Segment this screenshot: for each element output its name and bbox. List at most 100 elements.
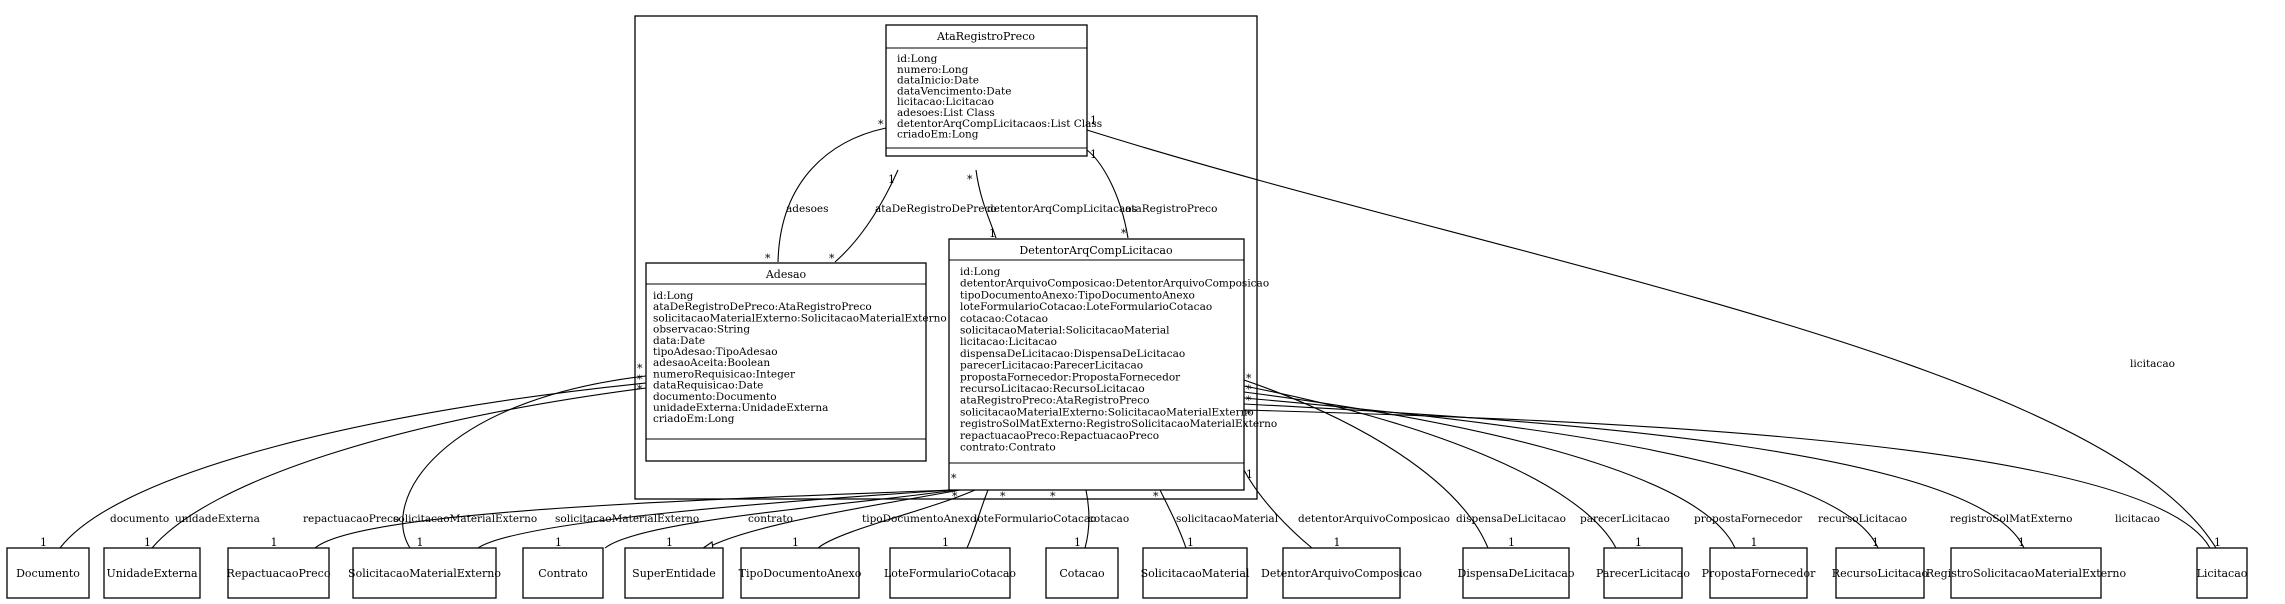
label-recursoLicitacao: recursoLicitacao (1818, 513, 1907, 525)
leaf-multiplicity: 1 (942, 536, 949, 549)
edge-tipoDocumentoAnexo (817, 489, 976, 549)
leaf-class-solicitacaomaterialexterno[interactable]: SolicitacaoMaterialExterno (348, 547, 501, 599)
leaf-class-unidadeexterna[interactable]: UnidadeExterna (103, 547, 201, 599)
label-loteFormularioCotacao: loteFormularioCotacao (974, 513, 1097, 525)
mult-detentor-right-3: * (1246, 394, 1252, 407)
leaf-class-detentorarquivocomposicao[interactable]: DetentorArquivoComposicao (1261, 547, 1422, 599)
attribute: solicitacaoMaterialExterno:SolicitacaoMa… (960, 406, 1254, 418)
mult-ata-detentor: * (967, 173, 973, 186)
class-title: AtaRegistroPreco (936, 30, 1035, 43)
leaf-class-propostafornecedor[interactable]: PropostaFornecedor (1702, 547, 1816, 599)
label-detentorArqCompLicitacaos: detentorArqCompLicitacaos (987, 203, 1137, 215)
edge-superentidade (699, 489, 961, 553)
leaf-multiplicity: 1 (1334, 536, 1341, 549)
label-documento: documento (110, 513, 169, 525)
leaf-class-loteformulariocotacao[interactable]: LoteFormularioCotacao (884, 547, 1016, 599)
leaf-multiplicity: 1 (792, 536, 799, 549)
label-ataDeRegistroDePreco: ataDeRegistroDePreco (875, 203, 997, 215)
leaf-class-name: RecursoLicitacao (1832, 567, 1929, 580)
edge-solicitacaoMaterialExterno-d (477, 489, 953, 549)
class-adesao[interactable]: Adesao id:LongataDeRegistroDePreco:AtaRe… (645, 262, 947, 462)
attribute: adesaoAceita:Boolean (653, 357, 770, 369)
mult-detentor-bottom-lote: * (1000, 490, 1006, 503)
leaf-multiplicity: 1 (1187, 536, 1194, 549)
leaf-multiplicity: 1 (1635, 536, 1642, 549)
mult-detentor-bottom-repact: * (952, 490, 958, 503)
attribute: loteFormularioCotacao:LoteFormularioCota… (960, 301, 1212, 313)
leaf-multiplicity: 1 (1751, 536, 1758, 549)
leaf-class-name: RepactuacaoPreco (227, 567, 331, 580)
label-tipoDocumentoAnexo: tipoDocumentoAnexo (862, 513, 976, 525)
attribute: detentorArqCompLicitacaos:List Class (897, 118, 1102, 130)
mult-ata-licitacao: 1 (1090, 114, 1097, 127)
label-propostaFornecedor: propostaFornecedor (1694, 513, 1803, 525)
attribute: documento:Documento (653, 391, 777, 403)
leaf-class-name: SuperEntidade (632, 567, 716, 580)
mult-detentor-bottom-right: 1 (1246, 468, 1253, 481)
leaf-class-parecerlicitacao[interactable]: ParecerLicitacao (1596, 547, 1690, 599)
leaf-multiplicity: 1 (144, 536, 151, 549)
attribute: ataRegistroPreco:AtaRegistroPreco (960, 395, 1149, 407)
attribute: data:Date (653, 335, 705, 347)
attribute: adesoes:List Class (897, 107, 995, 119)
mult-adesao-left-2: * (637, 373, 643, 386)
leaf-class-superentidade[interactable]: SuperEntidade (624, 547, 724, 599)
attribute: id:Long (897, 53, 938, 65)
class-detentor-arq-comp-licitacao[interactable]: DetentorArqCompLicitacao id:Longdetentor… (948, 238, 1277, 491)
mult-ata-adesoes: * (878, 118, 884, 131)
leaf-class-name: Contrato (538, 567, 588, 580)
leaf-multiplicity: 1 (555, 536, 562, 549)
leaf-class-cotacao[interactable]: Cotacao (1045, 547, 1119, 599)
edge-dispensaDeLicitacao (1243, 379, 1489, 549)
attribute: tipoAdesao:TipoAdesao (653, 346, 778, 358)
leaf-class-dispensadelicitacao[interactable]: DispensaDeLicitacao (1458, 547, 1575, 599)
edge-unidadeExterna (151, 387, 647, 549)
attribute: repactuacaoPreco:RepactuacaoPreco (960, 430, 1159, 442)
edge-propostaFornecedor (1243, 391, 1736, 549)
label-registroSolMatExterno: registroSolMatExterno (1950, 513, 2073, 525)
attribute: criadoEm:Long (653, 413, 735, 425)
edge-labels: adesoes ataDeRegistroDePreco detentorArq… (110, 203, 2175, 525)
package-frame (634, 15, 1258, 500)
attribute: licitacao:Licitacao (897, 96, 994, 108)
leaf-class-tipodocumentoanexo[interactable]: TipoDocumentoAnexo (739, 547, 862, 599)
leaf-class-name: DispensaDeLicitacao (1458, 567, 1575, 580)
label-ataRegistroPreco: ataRegistroPreco (1125, 203, 1217, 215)
attribute: numero:Long (897, 64, 969, 76)
leaf-class-recursolicitacao[interactable]: RecursoLicitacao (1832, 547, 1929, 599)
leaf-class-solicitacaomaterial[interactable]: SolicitacaoMaterial (1141, 547, 1250, 599)
edge-contrato (604, 489, 957, 549)
attribute: numeroRequisicao:Integer (653, 368, 796, 380)
attribute: observacao:String (653, 324, 750, 336)
attribute: id:Long (960, 266, 1001, 278)
mult-detentor-top-left: 1 (989, 227, 996, 240)
edge-documento (59, 382, 647, 549)
leaf-class-licitacao[interactable]: Licitacao (2196, 547, 2248, 599)
edge-repactuacaoPreco (314, 489, 951, 549)
leaf-class-contrato[interactable]: Contrato (522, 547, 604, 599)
leaf-multiplicity: 1 (666, 536, 673, 549)
leaf-multiplicity: 1 (1508, 536, 1515, 549)
attribute: ataDeRegistroDePreco:AtaRegistroPreco (653, 301, 872, 313)
leaf-multiplicity: 1 (40, 536, 47, 549)
mult-detentor-top-right: * (1121, 227, 1127, 240)
edge-licitacao-top (1086, 129, 2217, 549)
class-ata-registro-preco[interactable]: AtaRegistroPreco id:Longnumero:LongdataI… (885, 24, 1102, 157)
attribute-list: id:LongdetentorArquivoComposicao:Detento… (960, 266, 1277, 454)
leaf-class-name: Cotacao (1059, 567, 1105, 580)
attribute: unidadeExterna:UnidadeExterna (653, 402, 828, 414)
mult-ata-detentor-right: 1 (1090, 148, 1097, 161)
edge-adesoes (777, 127, 887, 263)
attribute: dataInicio:Date (897, 75, 979, 87)
attribute: registroSolMatExterno:RegistroSolicitaca… (960, 418, 1277, 430)
leaf-class-registrosolicitacaomaterialexterno[interactable]: RegistroSolicitacaoMaterialExterno (1926, 547, 2127, 599)
label-licitacao-bottom: licitacao (2115, 513, 2160, 525)
leaf-class-documento[interactable]: Documento (6, 547, 90, 599)
edge-cotacao (1084, 489, 1090, 549)
leaf-class-repactuacaopreco[interactable]: RepactuacaoPreco (227, 547, 331, 599)
connectors (59, 127, 2217, 557)
mult-detentor-right-2: * (1246, 383, 1252, 396)
leaf-class-name: TipoDocumentoAnexo (739, 567, 862, 580)
leaf-multiplicity: 1 (271, 536, 278, 549)
